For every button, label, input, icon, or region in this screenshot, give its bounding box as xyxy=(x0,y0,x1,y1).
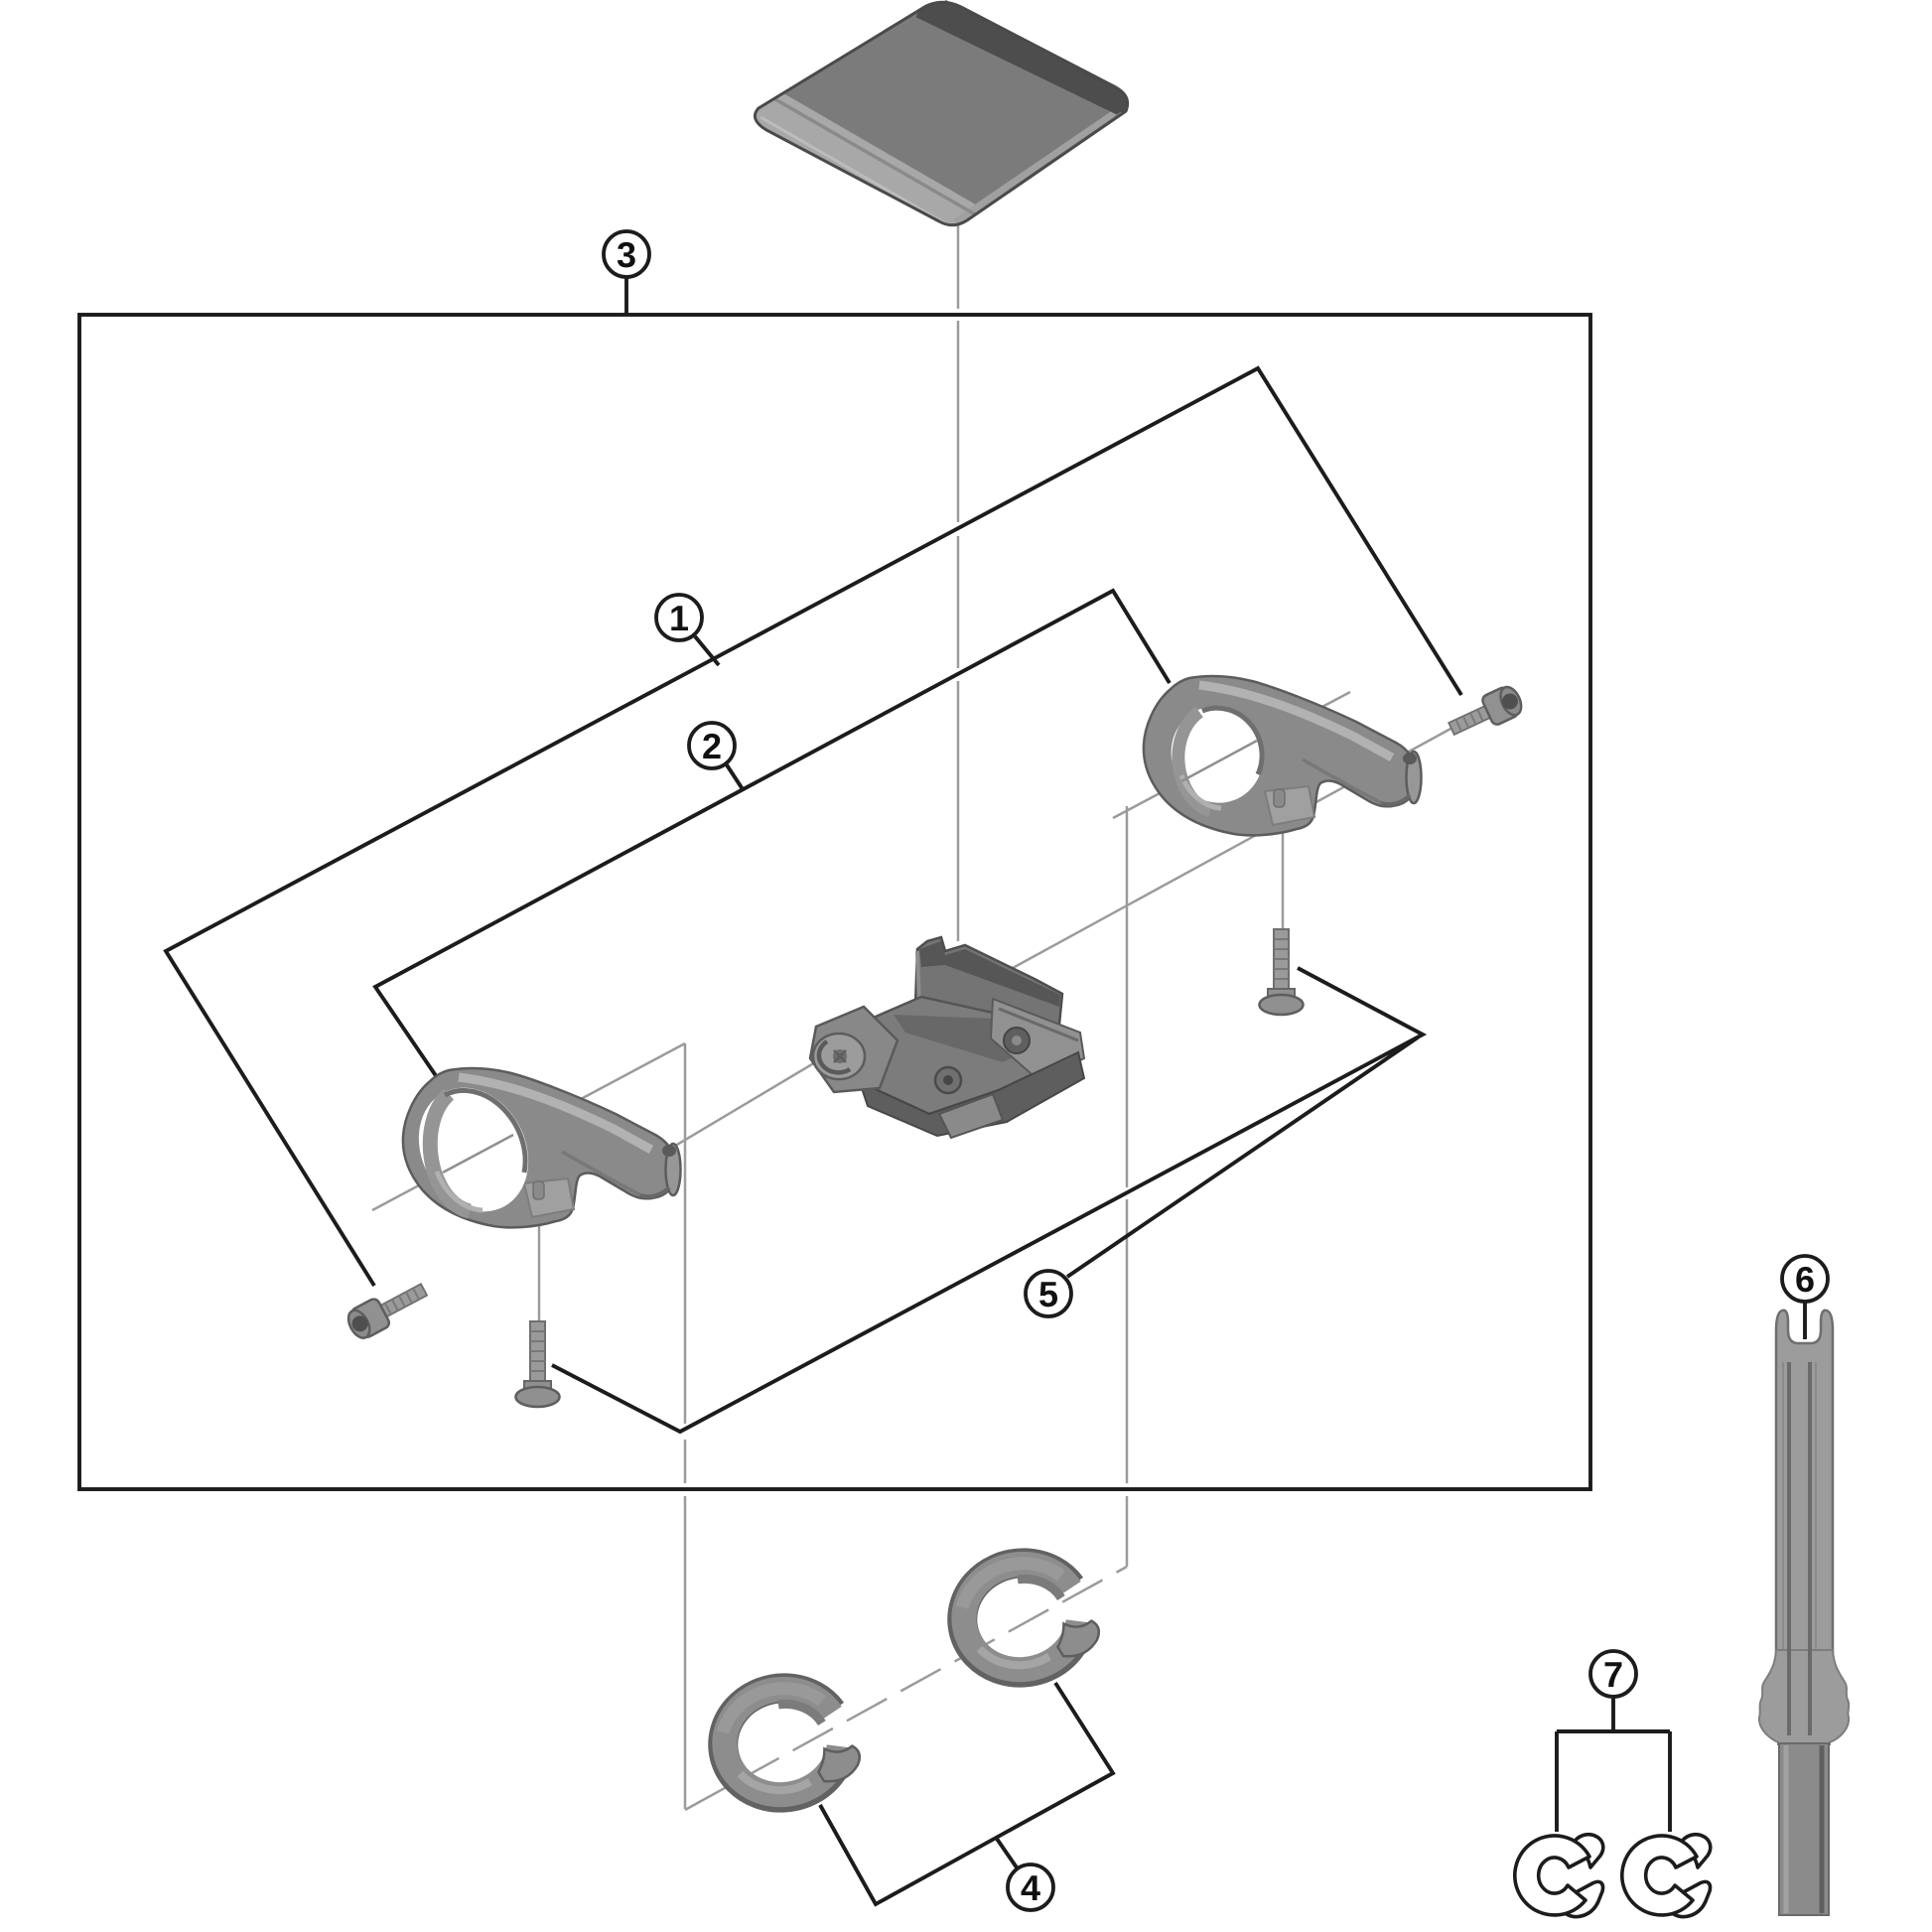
svg-text:6: 6 xyxy=(1795,1259,1815,1300)
svg-text:7: 7 xyxy=(1603,1654,1623,1695)
svg-text:4: 4 xyxy=(1021,1867,1040,1908)
svg-text:2: 2 xyxy=(702,726,722,766)
svg-text:3: 3 xyxy=(617,234,636,275)
svg-text:1: 1 xyxy=(669,598,689,638)
svg-text:5: 5 xyxy=(1038,1274,1058,1314)
